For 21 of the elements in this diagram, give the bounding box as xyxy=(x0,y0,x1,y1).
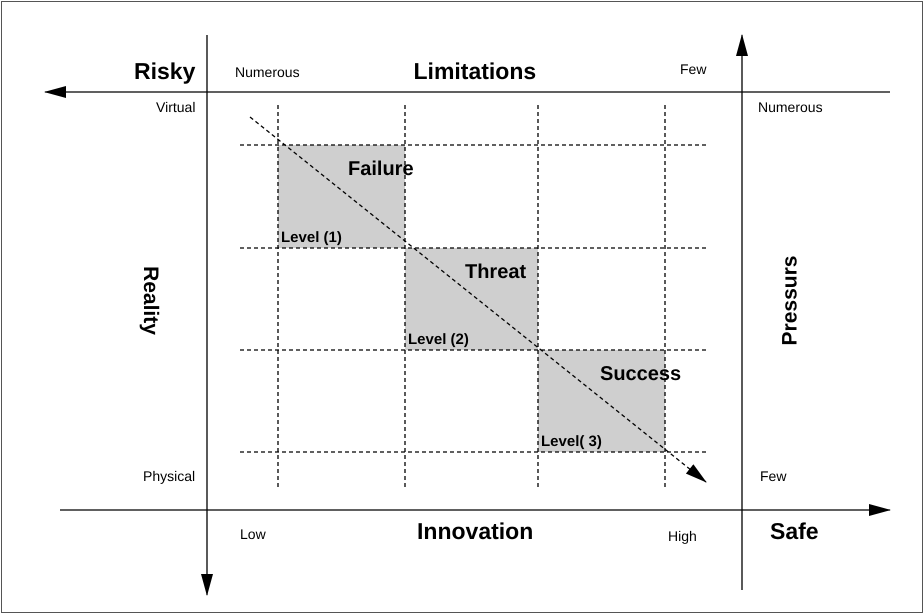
scale-label: Few xyxy=(760,469,786,483)
scale-label: Physical xyxy=(143,469,196,483)
axis-title: Reality xyxy=(139,266,160,334)
level-label: Level (1) xyxy=(281,230,342,245)
scale-label: Numerous xyxy=(235,65,300,79)
cell-heading: Success xyxy=(600,364,682,384)
shaded-cell xyxy=(405,248,538,350)
axis-title: Risky xyxy=(134,60,196,83)
scale-label: Low xyxy=(240,527,266,541)
scale-label: Virtual xyxy=(156,100,196,114)
cell-heading: Threat xyxy=(465,262,526,282)
level-label: Level (2) xyxy=(408,332,469,347)
scale-label: Few xyxy=(680,62,706,76)
axis-title: Safe xyxy=(770,520,819,543)
scale-label: High xyxy=(668,529,697,543)
axis-title: Innovation xyxy=(417,520,534,543)
level-label: Level( 3) xyxy=(541,434,602,449)
cell-heading: Failure xyxy=(348,159,414,179)
axis-title: Limitations xyxy=(414,60,536,83)
axis-title: Pressurs xyxy=(779,255,800,345)
scale-label: Numerous xyxy=(758,100,823,114)
